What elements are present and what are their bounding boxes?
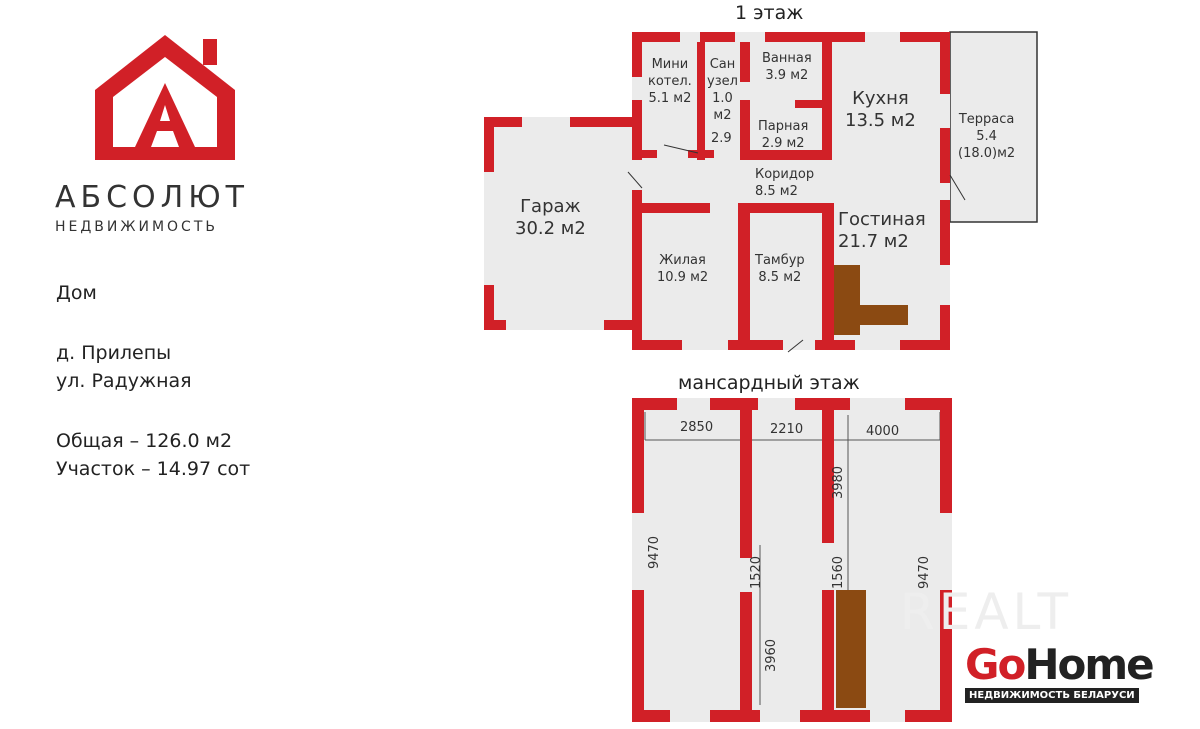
first-floor-plan xyxy=(484,31,1038,353)
room-bath: Ванная 3.9 м2 xyxy=(762,51,812,83)
brand-subtitle: НЕДВИЖИМОСТЬ xyxy=(55,219,218,235)
room-terrace: Терраса 5.4 (18.0)м2 xyxy=(958,112,1016,161)
plot-area: Участок – 14.97 сот xyxy=(56,458,251,480)
room-mini-boiler: Мини котел. 5.1 м2 xyxy=(648,57,692,106)
stairs xyxy=(834,265,860,335)
stairs-mansard xyxy=(836,590,866,708)
room-vestibule: Тамбур 8.5 м2 xyxy=(755,253,805,285)
gohome-home: Home xyxy=(1024,640,1154,689)
gohome-logo: GoHome xyxy=(965,644,1155,686)
room-wc: Сан узел 1.0 м2 xyxy=(707,57,738,123)
gohome-go: Go xyxy=(965,640,1026,689)
room-wc-extra: 2.9 xyxy=(711,131,732,146)
total-area: Общая – 126.0 м2 xyxy=(56,430,233,452)
realt-watermark: REALT xyxy=(900,583,1073,641)
village: д. Прилепы xyxy=(56,342,172,364)
street: ул. Радужная xyxy=(56,370,192,392)
room-garage: Гараж 30.2 м2 xyxy=(515,196,586,239)
garage-area xyxy=(484,117,632,330)
room-corridor: Коридор 8.5 м2 xyxy=(755,167,815,199)
floor1-title: 1 этаж xyxy=(735,2,804,24)
gohome-subtitle: НЕДВИЖИМОСТЬ БЕЛАРУСИ xyxy=(965,688,1139,703)
mansard-floor-plan xyxy=(632,398,952,722)
dim-1560: 1560 xyxy=(831,555,847,590)
room-lounge: Гостиная 21.7 м2 xyxy=(838,209,926,252)
room-living: Жилая 10.9 м2 xyxy=(657,253,709,285)
dim-2210: 2210 xyxy=(770,422,804,437)
dim-3960: 3960 xyxy=(764,638,780,673)
dim-1520: 1520 xyxy=(749,555,765,590)
dim-4000: 4000 xyxy=(866,424,900,439)
property-type: Дом xyxy=(56,282,97,304)
dim-9470-left: 9470 xyxy=(647,535,663,570)
room-kitchen: Кухня 13.5 м2 xyxy=(845,88,916,131)
brand-name: АБСОЛЮТ xyxy=(55,180,249,215)
dim-2850: 2850 xyxy=(680,420,714,435)
floor2-title: мансардный этаж xyxy=(678,372,860,394)
absolut-logo-icon xyxy=(95,35,235,160)
dim-3980: 3980 xyxy=(831,465,847,500)
room-steam: Парная 2.9 м2 xyxy=(758,119,809,151)
main-area xyxy=(632,32,950,350)
